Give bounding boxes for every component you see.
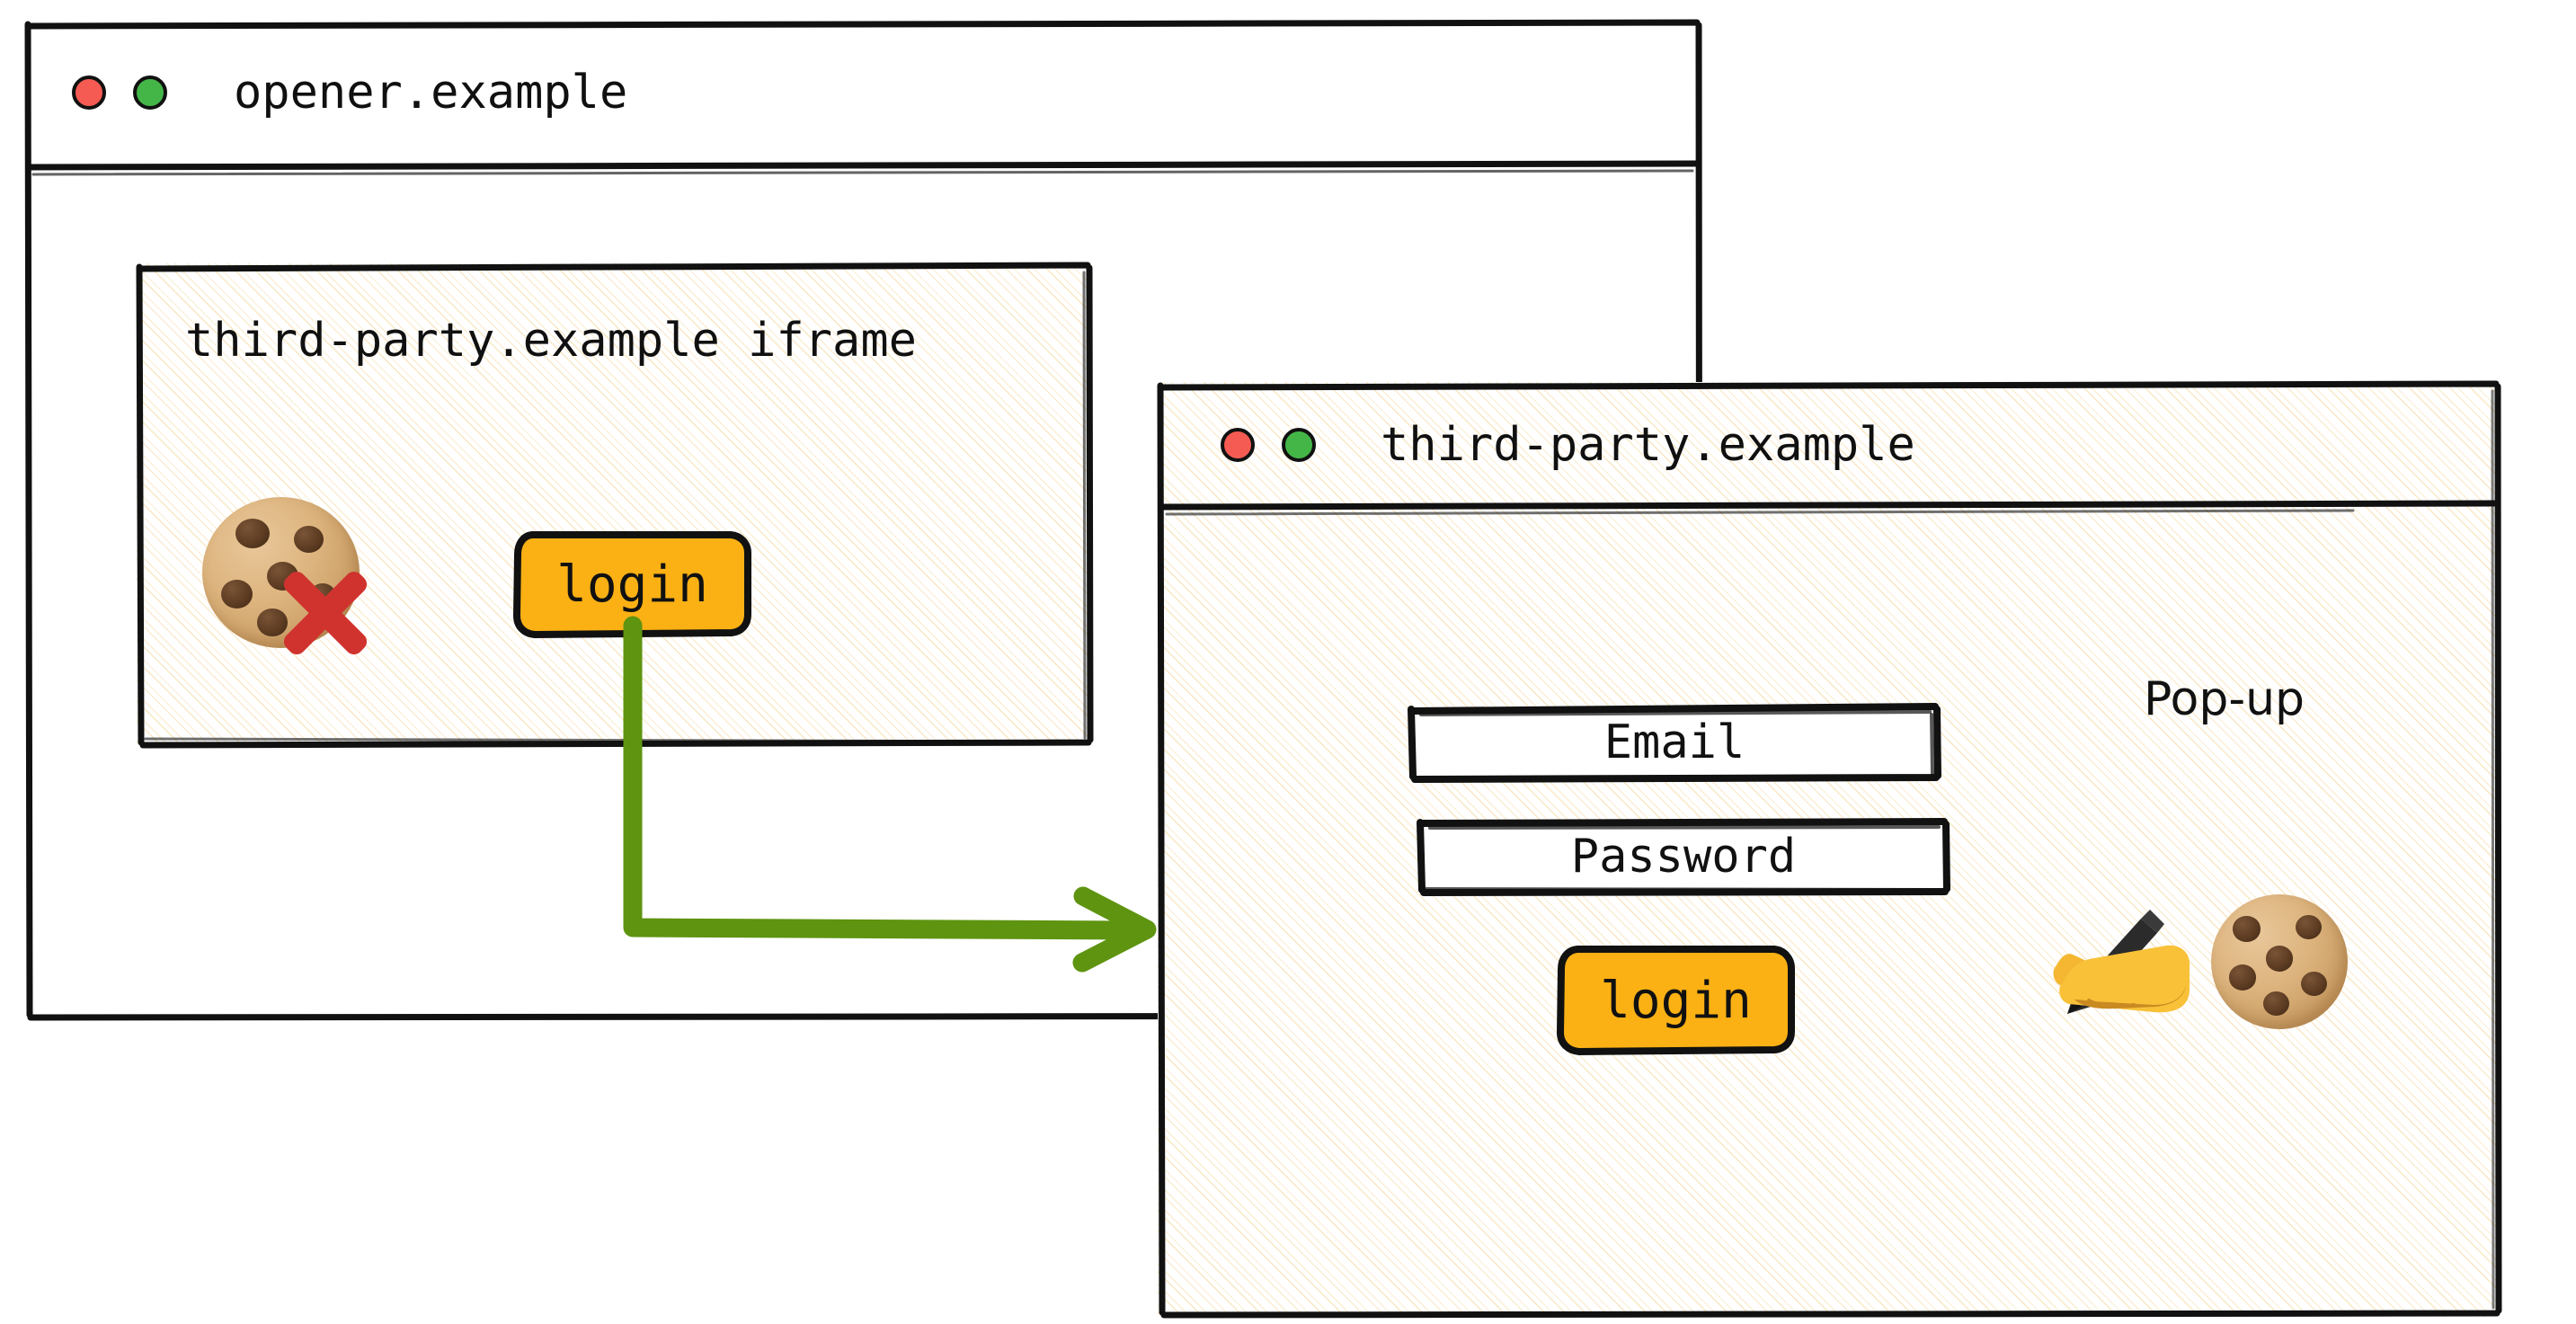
popup-window-title: third-party.example <box>1381 418 1915 472</box>
iframe-login-button-label: login <box>556 555 708 614</box>
email-field[interactable]: Email <box>1408 703 1941 783</box>
iframe-login-button[interactable]: login <box>513 531 751 638</box>
popup-annotation-label: Pop-up <box>2144 672 2305 726</box>
cookie-chip <box>2265 946 2294 972</box>
popup-login-button-label: login <box>1600 971 1752 1030</box>
writing-hand-icon <box>2047 899 2218 1020</box>
window-maximize-dot-icon[interactable] <box>133 76 167 110</box>
window-close-dot-icon[interactable] <box>1221 428 1255 462</box>
popup-login-button[interactable]: login <box>1557 946 1795 1055</box>
email-field-label: Email <box>1603 715 1745 769</box>
opener-window-title: opener.example <box>234 66 628 120</box>
window-close-dot-icon[interactable] <box>72 76 106 110</box>
cookie-icon <box>2211 894 2348 1029</box>
password-field[interactable]: Password <box>1417 818 1950 896</box>
opener-titlebar: opener.example <box>25 20 1702 165</box>
cookie-chip <box>2233 916 2261 942</box>
popup-browser-window: third-party.example <box>1157 380 2502 1319</box>
cookie-chip <box>2262 991 2289 1016</box>
cookie-chip <box>221 580 253 609</box>
cookie-chip <box>257 609 288 636</box>
window-maximize-dot-icon[interactable] <box>1282 428 1316 462</box>
red-x-icon <box>270 557 381 669</box>
cookie-chip <box>2296 914 2323 939</box>
cookie-chip <box>235 518 271 549</box>
iframe-title: third-party.example iframe <box>185 314 917 368</box>
popup-titlebar: third-party.example <box>1158 382 2501 508</box>
cookie-chip <box>2228 964 2257 991</box>
password-field-label: Password <box>1570 830 1797 884</box>
cookie-chip <box>2301 971 2328 996</box>
cookie-chip <box>293 525 324 554</box>
